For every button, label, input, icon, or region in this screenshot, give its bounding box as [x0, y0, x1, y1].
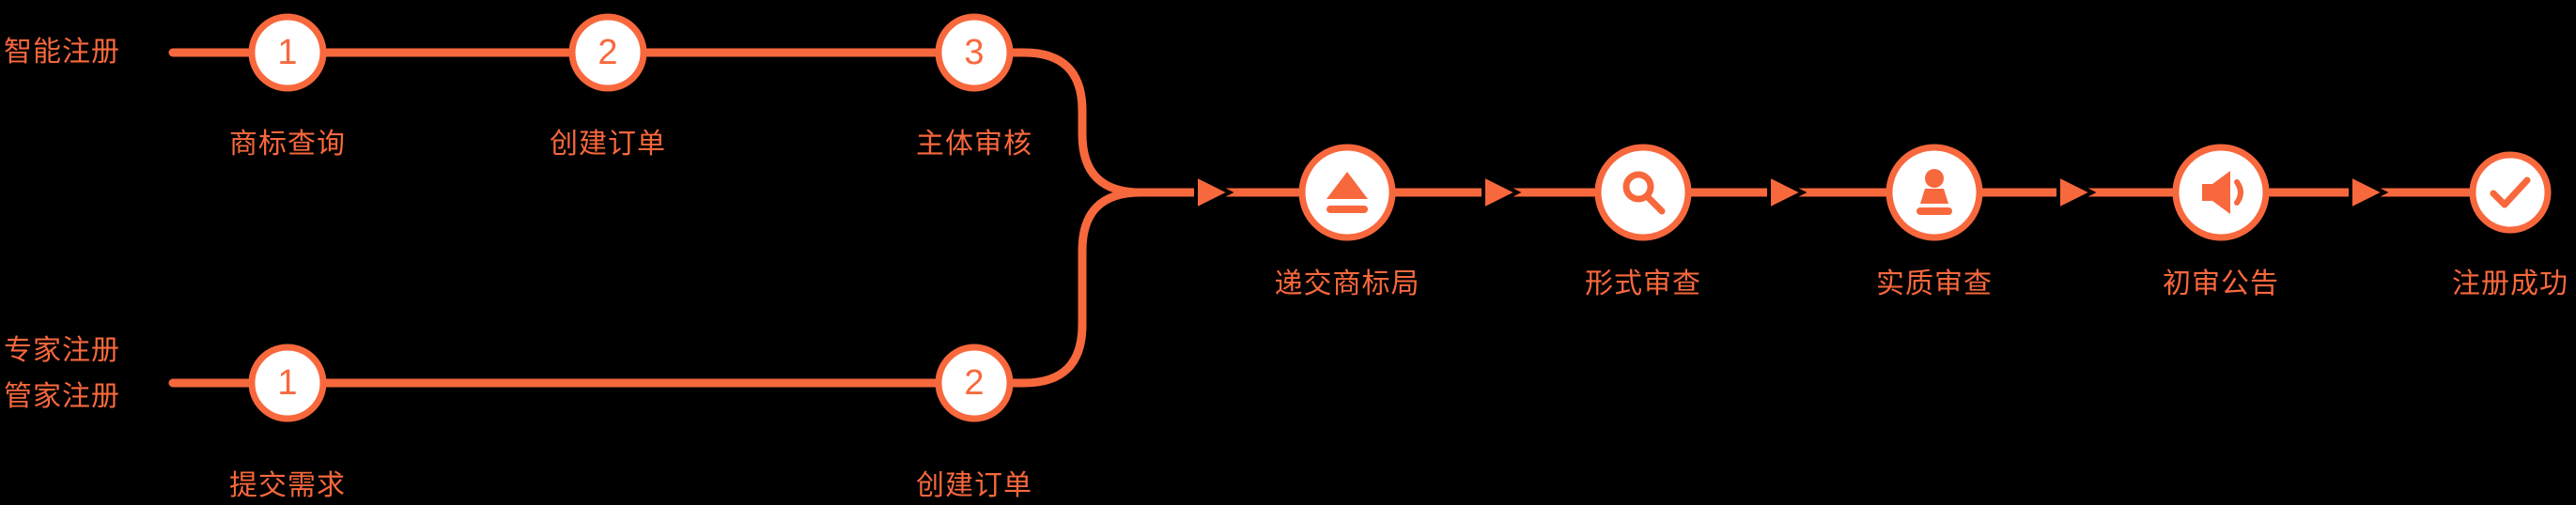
step-label: 创建订单 [916, 470, 1032, 501]
magnifier-icon [1622, 171, 1666, 215]
step-node [248, 344, 327, 422]
step-node [935, 13, 1014, 92]
step-number: 1 [277, 32, 298, 72]
pipeline-step-label: 初审公告 [2163, 268, 2279, 299]
smart-track-line [168, 48, 1145, 197]
step-label: 商标查询 [229, 129, 346, 160]
lane-label-butler: 管家注册 [4, 381, 120, 412]
arrow-right-icon [2056, 172, 2097, 213]
arrow-right-icon [2349, 172, 2389, 213]
pipeline-step-label: 形式审查 [1585, 268, 1701, 299]
stamp-icon [1327, 172, 1368, 213]
lane-label-smart: 智能注册 [4, 37, 120, 68]
step-label: 创建订单 [550, 129, 666, 160]
step-node [935, 344, 1014, 422]
examiner-icon [1916, 169, 1952, 215]
pipeline-step-label: 实质审查 [1876, 268, 1993, 299]
step-number: 3 [964, 32, 985, 72]
step-number: 2 [964, 362, 985, 403]
arrow-right-icon [1194, 172, 1234, 213]
arrow-right-icon [1482, 172, 1522, 213]
pipeline-node [1594, 144, 1692, 241]
pipeline-node [2469, 151, 2552, 234]
step-label: 提交需求 [229, 470, 346, 501]
step-node [568, 13, 647, 92]
pipeline-step-label: 递交商标局 [1274, 268, 1420, 299]
step-node [248, 13, 327, 92]
megaphone-icon [2202, 171, 2243, 214]
pipeline-step-label: 注册成功 [2452, 268, 2568, 299]
managed-track-line [168, 188, 1145, 388]
step-number: 1 [277, 362, 298, 403]
lane-label-expert: 专家注册 [4, 335, 120, 366]
step-label: 主体审核 [916, 129, 1032, 160]
arrow-right-icon [1767, 172, 1808, 213]
check-icon [2490, 176, 2531, 208]
step-number: 2 [597, 32, 618, 72]
